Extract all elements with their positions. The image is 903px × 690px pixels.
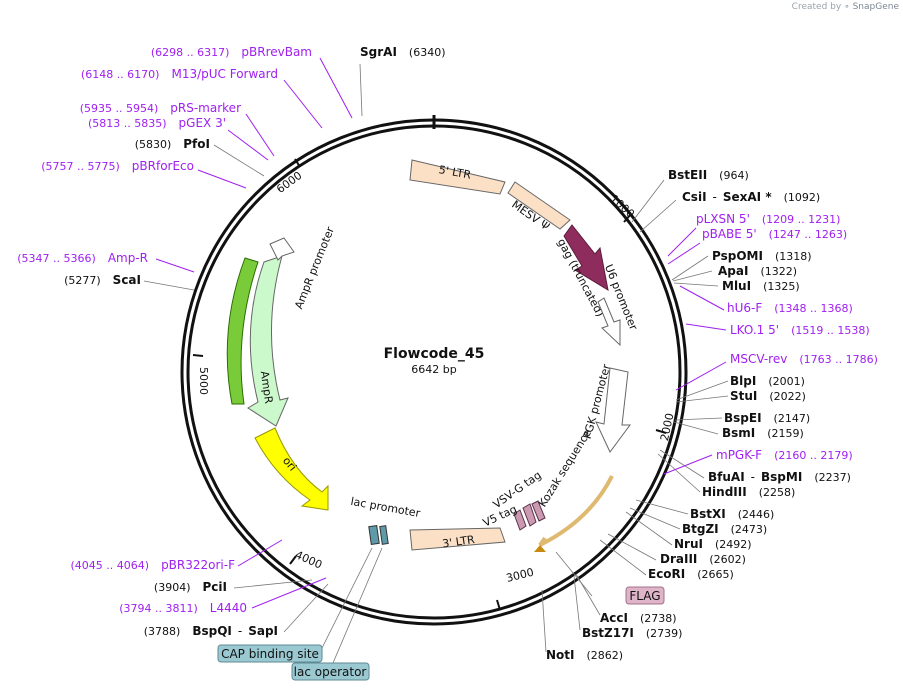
feature-ampr[interactable] [247,255,289,427]
label-3ltr: 3' LTR [441,533,475,550]
feature-ampr-promoter[interactable] [269,237,295,261]
feature-kozak[interactable] [531,500,546,522]
primer-lko1-5[interactable]: LKO.1 5'(1519 .. 1538) [730,323,870,337]
feature-cap-site[interactable] [379,525,389,545]
site-pfoi[interactable]: (5830)PfoI [135,137,210,151]
primer-m13-puc-forward[interactable]: (6148 .. 6170)M13/pUC Forward [81,67,278,81]
cap-site-box[interactable] [217,644,323,663]
site-mlui[interactable]: MluI(1325) [722,279,800,293]
primer-pbrrevbam[interactable]: (6298 .. 6317)pBRrevBam [151,45,312,59]
site-bfuai-bspmi[interactable]: BfuAI-BspMI(2237) [708,470,851,484]
primer-l4440[interactable]: (3794 .. 3811)L4440 [119,601,247,615]
site-pcii[interactable]: (3904)PciI [154,580,227,594]
restriction-sites: SgrAI(6340) BstEII(964) CsiI-SexAI *(109… [360,45,851,662]
site-bspqi-sapi[interactable]: (3788)BspQI-SapI [144,624,278,638]
primer-pbabe5[interactable]: pBABE 5'(1247 .. 1263) [702,227,847,241]
tick-label-4000: 4000 [293,548,324,571]
tick-marks [192,158,667,611]
primer-mpgk-f[interactable]: mPGK-F(2160 .. 2179) [716,448,853,462]
site-stui[interactable]: StuI(2022) [730,389,806,403]
site-btgzi[interactable]: BtgZI(2473) [682,522,767,536]
label-lac-promoter: lac promoter [350,495,422,520]
site-pspomi[interactable]: PspOMI(1318) [712,249,812,263]
plasmid-name: Flowcode_45 [384,346,485,362]
feature-lac-operator[interactable] [368,524,380,546]
tick-1000 [623,213,632,223]
tick-2000 [655,429,667,434]
feature-3ltr[interactable] [409,527,506,551]
tick-label-5000: 5000 [197,367,210,395]
cap-site-label: CAP binding site [221,647,319,661]
site-nrui[interactable]: NruI(2492) [674,537,752,551]
credit-brand: SnapGene [852,2,899,12]
tick-3000 [496,599,501,611]
site-apai[interactable]: ApaI(1322) [718,264,797,278]
feature-vsvg[interactable] [522,503,537,527]
feature-ori[interactable] [254,427,329,511]
plasmid-length: 6642 bp [411,363,456,376]
feature-mesv[interactable] [507,181,571,230]
site-bstxi[interactable]: BstXI(2446) [690,507,774,521]
primer-labels: (6298 .. 6317)pBRrevBam (6148 .. 6170)M1… [17,45,878,615]
label-5ltr: 5' LTR [438,163,473,182]
label-ampr: AmpR [258,370,275,405]
snapgene-logo-icon: ∘ [844,2,850,12]
primer-mscv-rev[interactable]: MSCV-rev(1763 .. 1786) [730,352,878,366]
primer-hu6-f[interactable]: hU6-F(1348 .. 1368) [727,301,853,315]
feature-gag[interactable] [563,224,609,292]
site-leaders [143,63,729,671]
flag-label: FLAG [629,589,660,603]
flag-box[interactable] [625,586,665,605]
primer-pbr322ori-f[interactable]: (4045 .. 4064)pBR322ori-F [71,558,236,572]
site-blpi[interactable]: BlpI(2001) [730,374,805,388]
site-scai[interactable]: (5277)ScaI [64,273,141,287]
label-ampr-promoter: AmpR promoter [292,224,337,310]
snapgene-credit: Created by ∘ SnapGene [792,2,899,12]
primer-pbrforeco[interactable]: (5757 .. 5775)pBRforEco [41,159,194,173]
tick-label-2000: 2000 [658,412,677,442]
primer-pgex3[interactable]: (5813 .. 5835)pGEX 3' [88,116,226,130]
site-bsteii[interactable]: BstEII(964) [668,168,749,182]
primer-prs-marker[interactable]: (5935 .. 5954)pRS-marker [80,101,241,115]
feature-insert-arrow[interactable] [538,475,614,547]
tick-6000 [294,158,301,168]
feature-5ltr[interactable] [409,159,506,195]
site-noti[interactable]: NotI(2862) [546,648,623,662]
site-bstz17i[interactable]: BstZ17I(2739) [582,626,682,640]
site-sgrai[interactable]: SgrAI(6340) [360,45,445,59]
site-acci[interactable]: AccI(2738) [600,611,677,625]
feature-u6[interactable] [597,297,621,347]
feature-v5[interactable] [513,509,527,531]
credit-prefix: Created by [791,2,842,12]
lac-operator-box[interactable] [291,662,370,681]
primer-amp-r[interactable]: (5347 .. 5366)Amp-R [17,251,148,265]
restriction-sites-left: (3904)PciI (3788)BspQI-SapI (5277)ScaI (… [64,137,278,638]
feature-pgk[interactable] [595,367,631,453]
site-draiii[interactable]: DraIII(2602) [660,552,746,566]
primer-plxsn5[interactable]: pLXSN 5'(1209 .. 1231) [696,212,840,226]
site-csii-sexai[interactable]: CsiI-SexAI *(1092) [682,190,820,204]
site-hindiii[interactable]: HindIII(2258) [702,485,795,499]
primer-leaders [155,57,727,609]
label-kozak: Kozak sequence [536,427,594,509]
site-bsmi[interactable]: BsmI(2159) [722,426,804,440]
site-bspei[interactable]: BspEI(2147) [724,411,810,425]
tick-label-3000: 3000 [505,566,535,585]
site-ecori[interactable]: EcoRI(2665) [648,567,734,581]
feature-ampr-highlight [226,257,259,405]
lac-operator-label: lac operator [294,665,367,679]
insert-arrow-head [534,545,546,552]
tick-4000 [289,555,297,565]
tick-5000 [192,354,204,357]
